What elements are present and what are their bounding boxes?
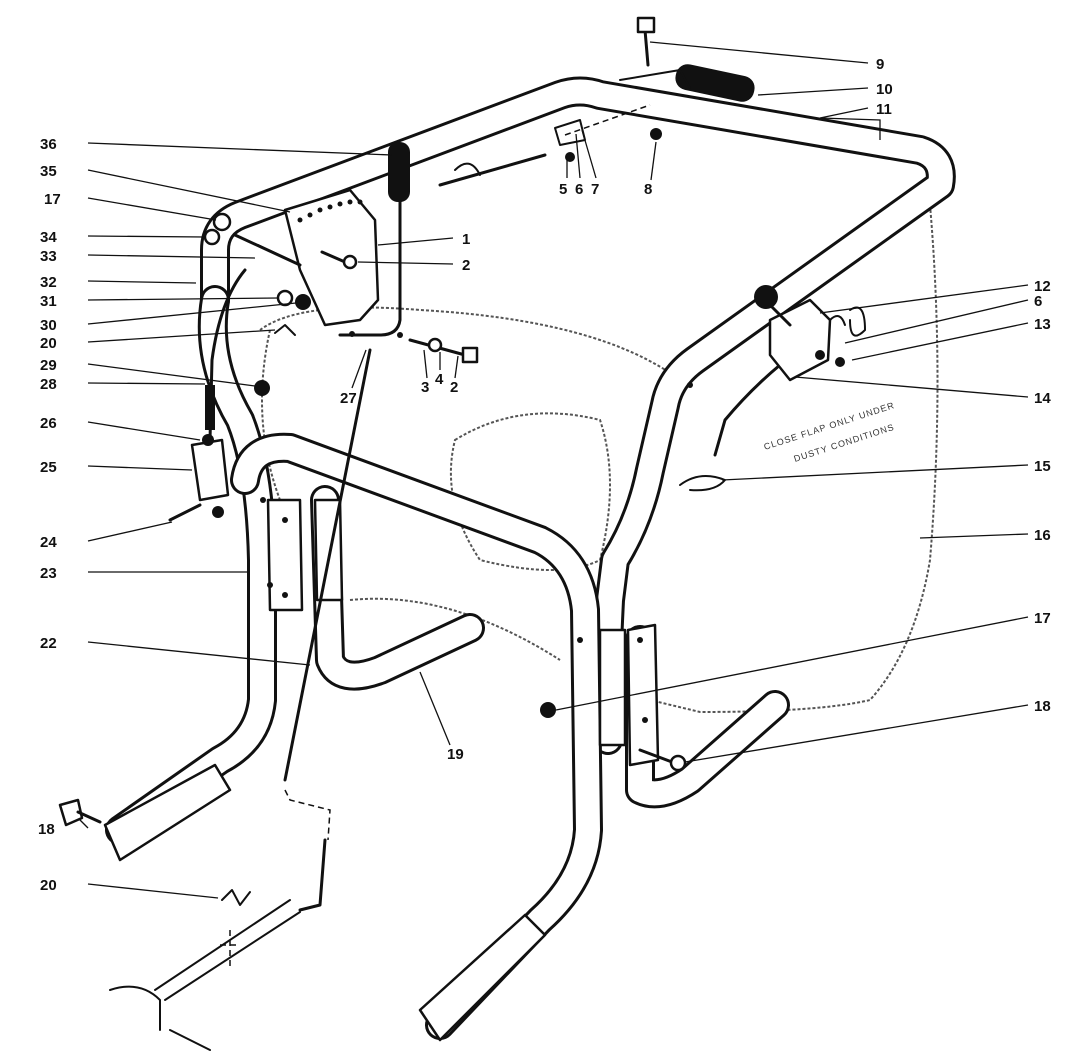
callout-3: 3 — [421, 379, 429, 396]
cable-bracket — [168, 434, 230, 522]
clip-20 — [221, 324, 296, 906]
callout-4: 4 — [435, 371, 444, 388]
callout-20b: 20 — [40, 877, 57, 894]
callout-2a: 2 — [462, 257, 470, 274]
callout-33: 33 — [40, 248, 57, 265]
callout-6b: 6 — [1034, 293, 1042, 310]
callout-18a: 18 — [38, 821, 55, 838]
callout-10: 10 — [876, 81, 893, 98]
callout-14: 14 — [1034, 390, 1051, 407]
callout-29: 29 — [40, 357, 57, 374]
callout-32: 32 — [40, 274, 57, 291]
callout-8: 8 — [644, 181, 652, 198]
callout-23: 23 — [40, 565, 57, 582]
bolt-18-right — [638, 748, 687, 772]
callout-11: 11 — [876, 101, 892, 118]
control-cable — [438, 153, 782, 457]
callout-24: 24 — [40, 534, 57, 551]
callout-36: 36 — [40, 136, 57, 153]
callout-30: 30 — [40, 317, 57, 334]
shift-lever-assembly — [233, 142, 479, 364]
callout-19: 19 — [447, 746, 464, 763]
callout-7: 7 — [591, 181, 599, 198]
callout-2b: 2 — [450, 379, 458, 396]
callout-25: 25 — [40, 459, 57, 476]
top-grip — [554, 16, 755, 146]
callout-31: 31 — [40, 293, 57, 310]
callout-17a: 17 — [44, 191, 61, 208]
chute-control — [679, 285, 845, 492]
throttle-cable — [205, 268, 247, 442]
upper-handle-frame — [105, 76, 956, 845]
callout-34: 34 — [40, 229, 57, 246]
leader-lines — [77, 41, 1029, 899]
callout-26: 26 — [40, 415, 57, 432]
callout-12: 12 — [1034, 278, 1051, 295]
callout-1: 1 — [462, 231, 470, 248]
callout-15: 15 — [1034, 458, 1051, 475]
callout-13: 13 — [1034, 316, 1051, 333]
control-rod — [109, 348, 372, 1051]
bolt-18-left — [58, 798, 102, 827]
side-plates — [122, 382, 693, 1028]
callout-9: 9 — [876, 56, 884, 73]
foot-plates — [103, 763, 547, 1042]
callout-6a: 6 — [575, 181, 583, 198]
callout-35: 35 — [40, 163, 57, 180]
callout-5: 5 — [559, 181, 567, 198]
callout-28: 28 — [40, 376, 57, 393]
lower-u-frame — [230, 432, 603, 1040]
callout-labels: 9 10 11 36 35 17 34 1 33 2 5 6 7 8 32 31… — [38, 56, 1051, 894]
callout-18b: 18 — [1034, 698, 1051, 715]
callout-27: 27 — [340, 390, 357, 407]
callout-22: 22 — [40, 635, 57, 652]
callout-17b: 17 — [1034, 610, 1051, 627]
callout-20a: 20 — [40, 335, 57, 352]
callout-16: 16 — [1034, 527, 1051, 544]
hardware-nuts — [203, 128, 662, 718]
lever-grip — [388, 142, 410, 202]
